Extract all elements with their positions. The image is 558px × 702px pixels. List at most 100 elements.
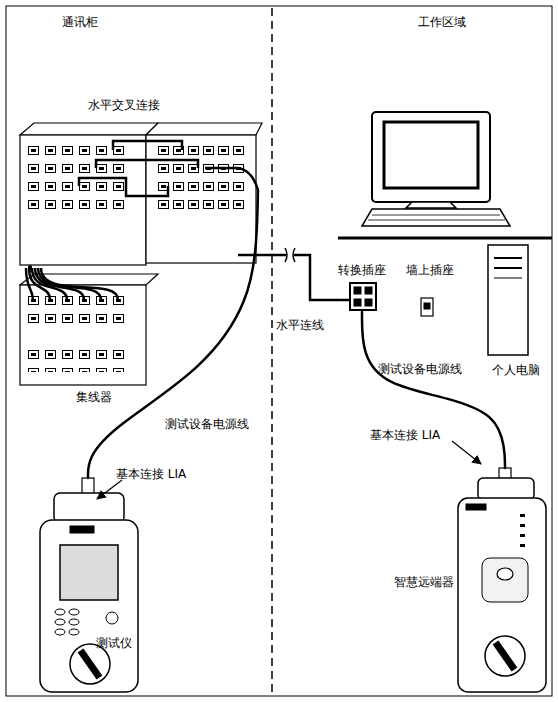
node-label: 转换插座 [338,263,386,277]
drive-slot [494,278,522,279]
callout-arrow [452,441,481,464]
jack [365,287,372,294]
node-label: 测试仪 [96,636,132,650]
hub-cabinet [20,268,158,385]
drive-slot [494,267,522,269]
cable-break-gap [286,248,294,262]
key-row [372,215,500,216]
test-cord-end [205,168,258,190]
monitor [372,112,490,202]
patch-panel-cabinet [20,123,262,265]
outlets [336,283,433,316]
status-leds [520,514,525,547]
wall-outlet-node: 墙上插座 [406,262,458,320]
screen [60,545,118,600]
led [520,514,525,517]
remote-body [458,498,546,692]
cable-label: 测试设备电源线 [378,362,462,376]
outer-frame [6,6,552,696]
jack-rows [158,146,248,218]
cabinet-front [146,135,256,263]
cable [38,268,101,300]
key [55,629,65,635]
led [520,524,525,527]
led [520,534,525,537]
link-adapter [478,478,534,500]
node-label: 集线器 [76,390,112,404]
cable-label: 测试设备电源线 [165,417,249,431]
jack [354,287,361,294]
patch-cord [96,160,198,168]
node-label: 智慧远端器 [394,575,454,589]
jack-rows [28,344,130,372]
patch-panel: 水平交叉连接 [18,95,258,267]
node-label: 个人电脑 [492,363,540,377]
node-label: 水平交叉连接 [88,98,160,112]
cabinet-top [20,123,158,135]
callout-label: 基本连接 LIA [116,467,186,481]
remote-device [458,468,546,692]
jack-rows [28,296,130,324]
cable-break [285,248,287,262]
callout-label: 基本连接 LIA [370,428,440,442]
drive-slot [494,257,522,259]
cable-bundle [26,268,118,300]
area-divider [271,8,273,694]
cable [258,255,336,300]
patch-cord [79,178,168,196]
cable [28,267,32,270]
led [520,544,525,547]
adapter-outlet-node: 转换插座 [336,262,388,312]
cable [362,312,505,468]
cable [41,268,118,300]
dial-knob [493,641,516,671]
jack [365,299,372,306]
hub: 集线器 [18,270,148,405]
key [55,609,65,615]
key-row [368,220,505,221]
keypad [55,609,118,635]
key [55,619,65,625]
adapter-outlet [350,283,376,310]
key [69,609,79,615]
area-title: 工作区域 [418,15,466,29]
button-panel [482,558,528,602]
key [69,619,79,625]
cable-break [293,248,295,262]
keyboard [362,209,510,226]
brand-plate [466,504,486,510]
computer [338,112,552,355]
jack [424,303,430,309]
callout-arrow [97,480,122,499]
smart-remote: 智慧远端器 [392,468,548,692]
cable-boot [82,478,94,494]
node-label: 墙上插座 [406,263,454,277]
test-button [497,568,513,580]
tester: 测试仪 [38,478,142,692]
horizontal-cable-end [336,299,350,302]
key [69,629,79,635]
dial-knob [78,649,101,679]
jack [354,299,361,306]
cable-label: 水平连线 [276,318,324,332]
monitor-screen [384,122,478,188]
key [106,612,118,624]
brand-plate [70,526,94,533]
cable [88,190,258,478]
wall-outlet [421,298,433,316]
desk [338,237,552,240]
tester-body [40,520,138,692]
link-adapter [54,493,124,523]
cabinet-front [20,135,146,265]
cabinet-top [146,123,262,135]
tester-device [40,478,138,692]
pc-tower [488,245,528,355]
rotary-dial [485,636,525,676]
rotary-dial [70,644,110,684]
patch-cord [113,141,182,150]
personal-computer: 个人电脑 [484,243,556,381]
